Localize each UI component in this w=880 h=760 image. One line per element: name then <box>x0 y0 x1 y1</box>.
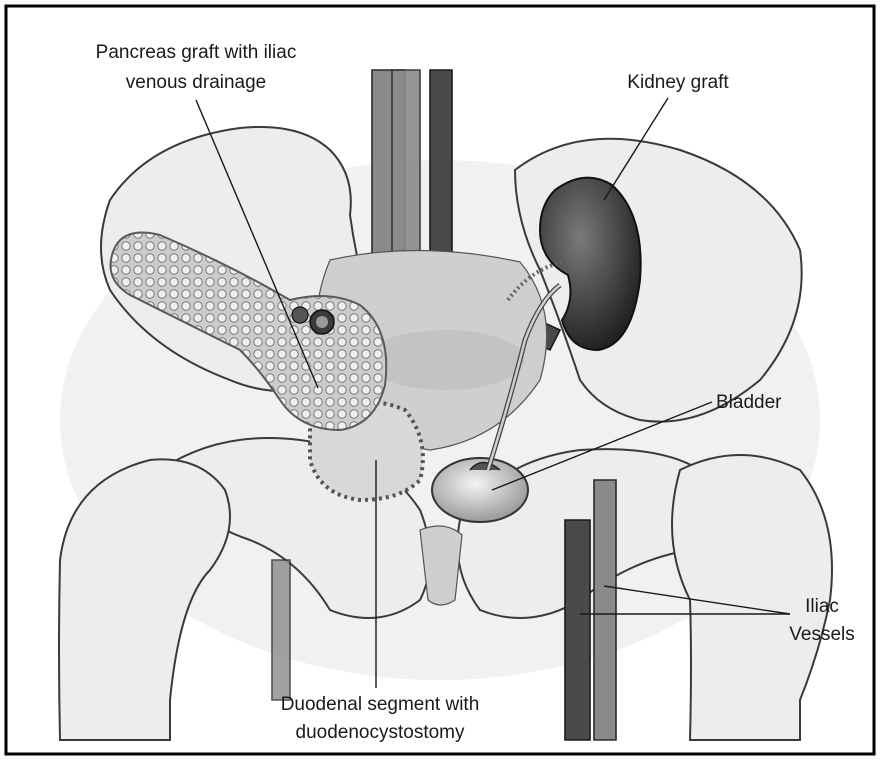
bladder-label: Bladder <box>716 392 782 413</box>
iliac-label-line2: Vessels <box>789 624 854 645</box>
duodenal-label-line1: Duodenal segment with <box>281 694 480 715</box>
iliac-label-line1: Iliac <box>805 596 839 617</box>
pancreas-label-line1: Pancreas graft with iliac <box>96 42 297 63</box>
duodenal-label-line2: duodenocystostomy <box>296 722 465 743</box>
kidney-label: Kidney graft <box>627 72 729 93</box>
pancreas-label-line2: venous drainage <box>126 72 267 93</box>
